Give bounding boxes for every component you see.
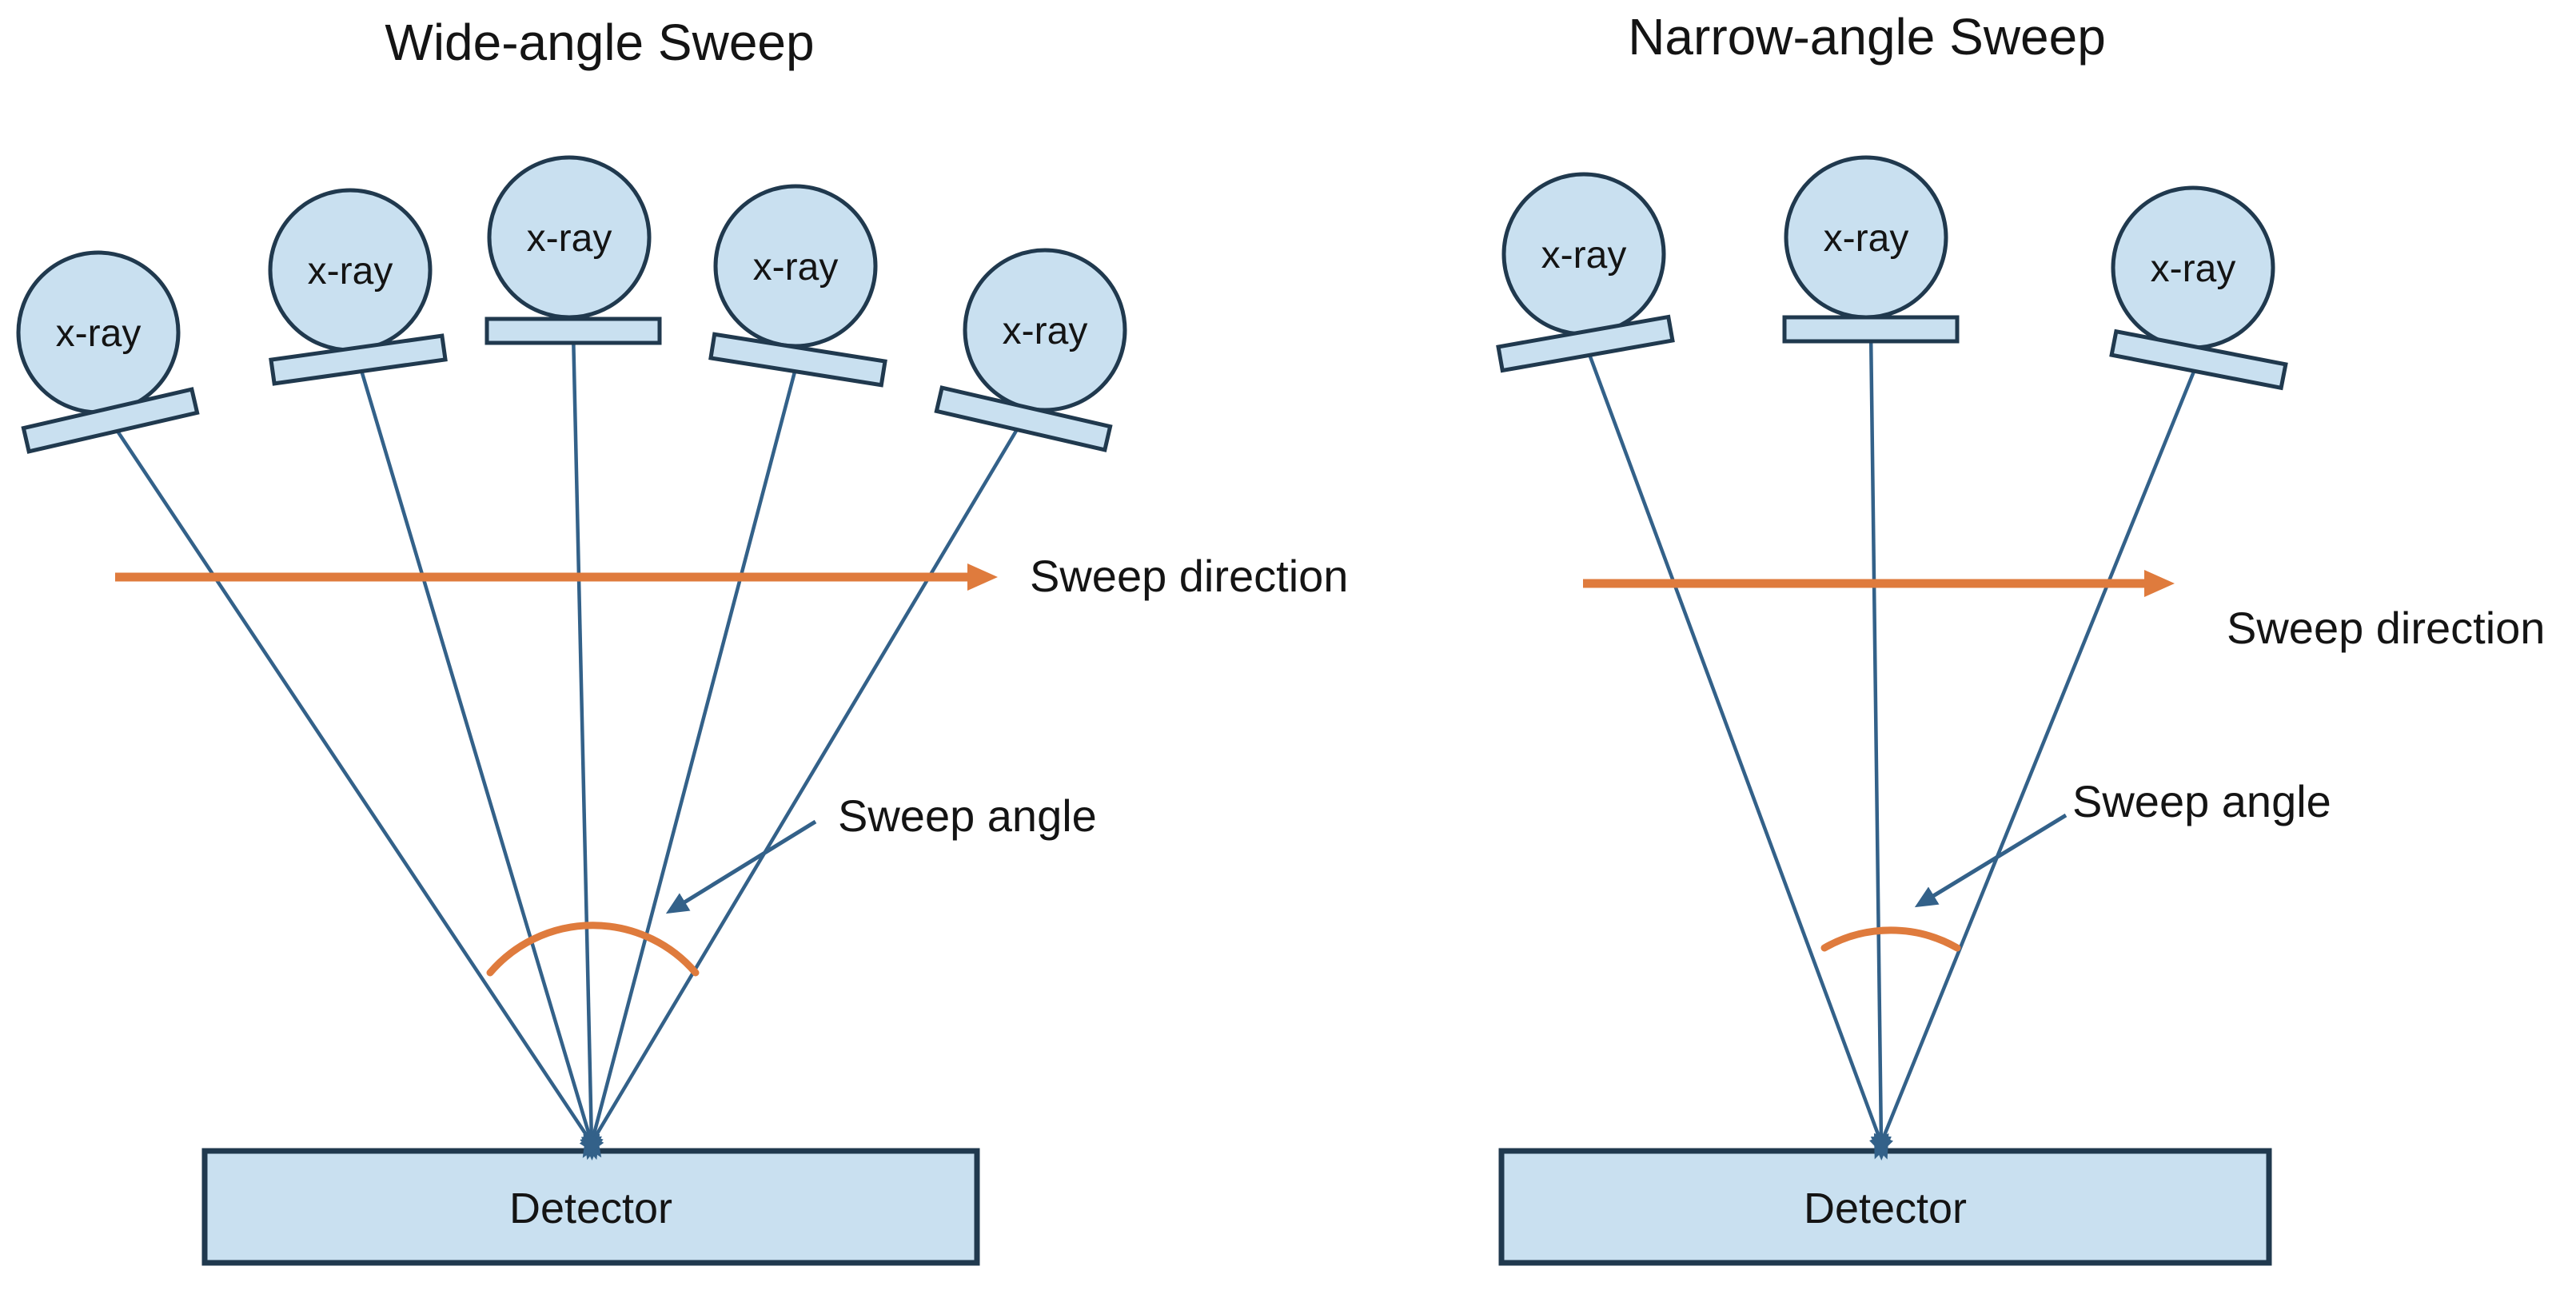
sweep-angle-arrow — [1914, 813, 2068, 908]
sweep-direction-label: Sweep direction — [1030, 551, 1348, 601]
xray-source: x-ray — [708, 184, 887, 388]
xray-source-label: x-ray — [1824, 217, 1909, 260]
collimator-paddle — [708, 332, 887, 388]
collimator-paddle — [1782, 315, 1960, 344]
panel-title: Narrow-angle Sweep — [1628, 8, 2106, 66]
sweep-angle-label: Sweep angle — [2072, 776, 2331, 826]
xray-source-label: x-ray — [753, 246, 839, 289]
xray-source: x-ray — [1496, 172, 1675, 373]
sweep-angle-label: Sweep angle — [838, 790, 1097, 841]
beam-line — [583, 359, 800, 1161]
beam-line — [571, 330, 602, 1161]
collimator-paddle — [21, 387, 200, 454]
xray-source: x-ray — [268, 188, 448, 386]
beam-line — [109, 419, 602, 1158]
collimator-paddle — [2109, 328, 2288, 391]
sweep-direction-label: Sweep direction — [2227, 603, 2545, 653]
wide-angle-panel: Wide-angle Sweep Sweep direction Sweep a… — [16, 14, 1348, 1266]
xray-source-label: x-ray — [1003, 310, 1088, 352]
collimator-paddle — [1496, 314, 1675, 373]
collimator-paddle — [484, 317, 662, 345]
beam-line — [582, 417, 1025, 1158]
narrow-angle-panel: Narrow-angle Sweep Sweep direction Sweep… — [1496, 8, 2545, 1266]
collimator-paddle — [269, 333, 448, 386]
xray-source-label: x-ray — [2151, 248, 2236, 290]
xray-source-label: x-ray — [56, 313, 142, 355]
xray-source-label: x-ray — [527, 217, 612, 260]
collimator-paddle — [934, 385, 1113, 452]
xray-source: x-ray — [16, 250, 200, 454]
xray-source: x-ray — [484, 155, 662, 345]
xray-source: x-ray — [1782, 155, 1960, 344]
sweep-angle-arc — [1820, 926, 1961, 952]
xray-source-label: x-ray — [308, 250, 393, 293]
detector-label: Detector — [509, 1184, 672, 1232]
beam-line — [1873, 359, 2201, 1160]
beam-line — [1868, 328, 1892, 1161]
sweep-angle-arrow — [665, 819, 817, 914]
detector-box — [201, 1148, 980, 1266]
panel-title: Wide-angle Sweep — [385, 14, 814, 71]
beam-line — [356, 359, 600, 1161]
beam-line — [1583, 343, 1889, 1160]
sweep-angle-arc — [486, 922, 700, 977]
xray-source: x-ray — [2109, 185, 2288, 391]
xray-source-label: x-ray — [1541, 234, 1627, 277]
xray-source: x-ray — [934, 248, 1127, 452]
detector-label: Detector — [1804, 1184, 1967, 1232]
